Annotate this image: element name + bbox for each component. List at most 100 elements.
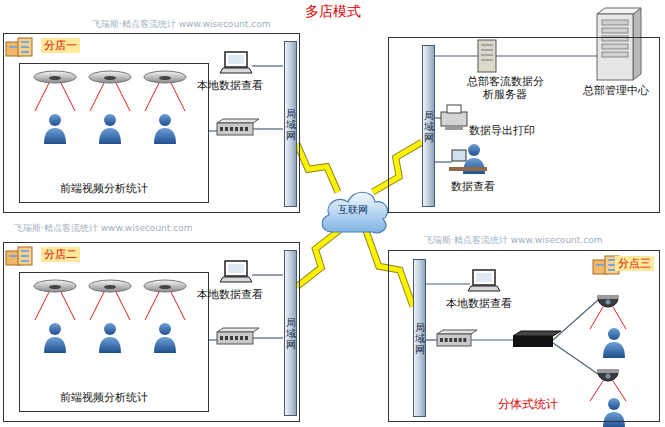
person-icon (603, 398, 625, 427)
view-cone-line (590, 381, 603, 401)
camera-lens (49, 76, 61, 80)
printer-body (441, 112, 467, 126)
ceiling-camera (89, 71, 131, 83)
switch-port (220, 336, 223, 340)
cloud-shape (322, 192, 387, 232)
building-window (9, 255, 17, 257)
switch-port (225, 127, 228, 131)
hq-server-tower (597, 14, 633, 80)
lan-bar: 局域网 (413, 259, 426, 417)
network-wire (434, 117, 441, 118)
tower-bay (602, 44, 628, 49)
lightning-link (366, 230, 413, 306)
branch-panel: 前端视频分析统计局域网分店一本地数据查看 (3, 33, 300, 213)
person-icon (154, 114, 176, 144)
building-window (21, 41, 29, 43)
person-head (104, 323, 116, 335)
view-cone-line (613, 381, 626, 401)
device-label: 本地数据查看 (197, 288, 263, 301)
person-body (99, 337, 121, 353)
dome-camera (598, 298, 618, 307)
ceiling-camera (144, 71, 186, 83)
dome-lens (606, 300, 611, 305)
view-cone-line (90, 81, 105, 111)
lan-bar: 局域网 (422, 45, 435, 207)
network-wire (496, 55, 597, 56)
switch-port (440, 338, 443, 342)
person-head (608, 398, 620, 410)
person-body (154, 128, 176, 144)
dvr-box (513, 336, 553, 347)
building-window (21, 46, 29, 48)
view-cone-line (170, 81, 185, 111)
person-head (159, 323, 171, 335)
building-window (21, 51, 29, 53)
camera-lens (104, 76, 116, 80)
tower-side (633, 8, 641, 80)
node-label: 局域网 (424, 110, 434, 143)
person-body (44, 337, 66, 353)
device-label: 数据查看 (451, 180, 495, 193)
sensor-group-box: 前端视频分析统计 (19, 63, 209, 203)
tower-bay (602, 20, 628, 25)
internet-cloud: 互联网 (318, 186, 390, 236)
building-window (596, 264, 604, 266)
switch-port (235, 336, 238, 340)
view-cone-line (590, 307, 603, 329)
network-wire (434, 55, 478, 56)
lightning-outline (366, 230, 413, 306)
server-box (478, 40, 496, 72)
switch-port (245, 127, 248, 131)
person-icon (99, 323, 121, 353)
switch-port (240, 336, 243, 340)
device-label: 本地数据查看 (197, 79, 263, 92)
branch-panel: 局域网分点三本地数据查看分体式统计 (388, 250, 660, 422)
sensor-group-box: 前端视频分析统计 (19, 272, 209, 412)
view-cone-line (115, 81, 130, 111)
person-body (44, 128, 66, 144)
printer-tray (445, 126, 463, 130)
switch-top (217, 328, 259, 332)
switch-port (445, 338, 448, 342)
dvr-top (513, 331, 561, 336)
lightning-outline (297, 230, 340, 287)
ceiling-camera (89, 280, 131, 292)
device-label: 总部客流数据分析服务器 (463, 75, 547, 101)
lightning-link (297, 230, 340, 287)
server-slot (481, 60, 493, 61)
branch-name: 分点三 (615, 256, 654, 271)
lan-bar: 局域网 (284, 41, 297, 207)
device-label: 分体式统计 (498, 397, 558, 411)
network-wire (425, 339, 437, 340)
node-label: 互联网 (338, 204, 368, 216)
device-label: 前端视频分析统计 (60, 391, 148, 404)
person-head (608, 328, 620, 340)
person-head (49, 114, 61, 126)
network-wire (252, 65, 283, 66)
view-cone-line (115, 290, 130, 320)
lightning-link (373, 142, 422, 192)
watermark: 飞瑞斯·精点客流统计 www.wisecount.com (92, 18, 270, 31)
laptop-screen (225, 52, 247, 67)
tower-bay (602, 28, 628, 33)
person-body (154, 337, 176, 353)
building-window (21, 250, 29, 252)
watermark: 飞瑞斯·精点客流统计 www.wisecount.com (424, 234, 602, 247)
branch-name: 分店二 (41, 247, 80, 262)
server-slot (481, 55, 493, 56)
network-wire (252, 274, 283, 275)
person-icon (603, 328, 625, 358)
device-label: 数据导出打印 (469, 124, 535, 137)
building-icon (18, 247, 32, 265)
printer-paper (447, 105, 461, 113)
view-cone-line (145, 81, 160, 111)
desk-monitor (452, 150, 466, 161)
laptop-base (220, 277, 252, 282)
switch-port (449, 338, 452, 342)
person-head (49, 323, 61, 335)
hq-panel: 局域网总部客流数据分析服务器总部管理中心数据导出打印数据查看 (388, 37, 660, 213)
person-body (99, 128, 121, 144)
dome-mount (597, 369, 619, 373)
laptop-screen (225, 261, 247, 276)
